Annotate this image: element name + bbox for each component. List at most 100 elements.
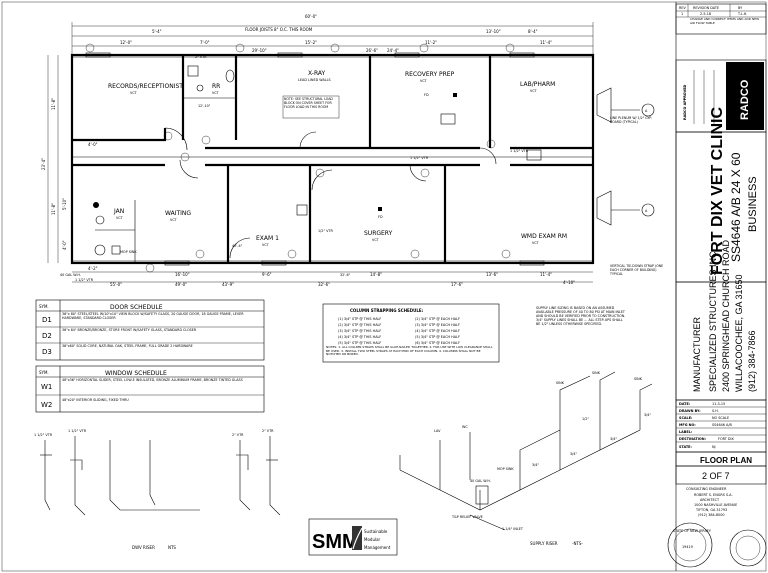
svg-text:19419: 19419 [682,545,693,549]
dim-bottom-11: 4'-10" [563,280,575,285]
svg-text:(4) 3/4" STP @ THIS HALF: (4) 3/4" STP @ THIS HALF [338,335,381,339]
svg-text:DRAWN BY:: DRAWN BY: [679,409,701,413]
dim-bottom-1: 55'-0" [110,282,122,287]
dim-left-1: 23'-4" [41,158,46,170]
svg-text:S.H.: S.H. [712,409,719,413]
svg-text:FORT DIX: FORT DIX [718,437,734,441]
svg-text:WILLACOOCHEE, GA 31650: WILLACOOCHEE, GA 31650 [734,274,744,392]
svg-text:T.L.H.: T.L.H. [737,12,747,16]
tiedown-note: VERTICAL TIE-DOWN STRAP (ONE EACH CORNER… [610,264,664,276]
dim-top-3: 7'-0" [200,40,210,45]
svg-text:REV: REV [679,6,686,10]
svg-text:(912) 384-8000: (912) 384-8000 [698,513,725,517]
svg-text:SYM.: SYM. [39,304,49,309]
svg-text:NTS: NTS [168,545,176,550]
supply-riser: LAV WC MOP SINK 40 GAL W.H. T&P RELIEF V… [399,371,653,546]
corridor-dim: 4'-0" [88,142,98,147]
svg-text:DESTINATION:: DESTINATION: [679,437,706,441]
svg-text:32'-6": 32'-6" [340,273,351,277]
svg-text:T&P RELIEF VALVE: T&P RELIEF VALVE [451,515,483,519]
svg-text:MFG NO:: MFG NO: [679,423,696,427]
dim-bottom-8: 17'-6" [451,282,463,287]
plenum-note: LINE PLENUM W/ 1/2" GYP. BOARD (TYPICAL) [610,116,652,124]
svg-text:(912) 384-7866: (912) 384-7866 [747,330,757,392]
xray-note-box [282,95,340,119]
svg-text:VCT: VCT [130,91,138,95]
dim-bottom-2: 16'-10" [175,272,190,277]
svg-text:TIFTON, GA 31793: TIFTON, GA 31793 [695,508,727,512]
dim-bottom-7: 14'-8" [370,272,382,277]
svg-text:VCT: VCT [212,91,220,95]
svg-text:DATE:: DATE: [679,402,690,406]
dim-top-4: 29'-10" [252,48,267,53]
svg-text:1/2" VTR: 1/2" VTR [318,229,333,233]
room-rr: RR [212,83,220,90]
svg-text:ARCHITECT: ARCHITECT [700,498,720,502]
svg-text:VCT: VCT [420,79,428,83]
dwv-riser: 1 1/2" VTR 1 1/2" VTR 2" VTR 2" VTR DWV … [34,429,281,550]
svg-text:1/2": 1/2" [582,417,589,421]
dim-bottom-9: 13'-6" [486,272,498,277]
svg-text:SS4646 A/B: SS4646 A/B [712,423,732,427]
dim-left-4: 5'-10" [62,198,67,210]
svg-text:-NTS-: -NTS- [572,541,583,546]
room-xray: X-RAY [308,70,326,77]
door-schedule: SYM. DOOR SCHEDULE D1 D2 D3 36"x 80" STE… [35,299,265,361]
dim-left-2: 11'-8" [51,98,56,110]
svg-text:VCT: VCT [170,218,178,222]
dim-top-9: 13'-10" [486,29,501,34]
svg-text:FD: FD [378,215,383,219]
svg-text:VCT: VCT [532,241,540,245]
svg-text:MOP SINK: MOP SINK [497,467,514,471]
svg-text:1 1/2" VTR: 1 1/2" VTR [510,149,529,153]
svg-text:(3) 3/4" STP @ THIS HALF: (3) 3/4" STP @ THIS HALF [338,329,381,333]
sheet-number: 2 OF 7 [702,471,730,481]
water-heater [475,485,489,505]
section-marker-1 [641,103,655,117]
dim-top-6: 26'-6" [366,48,378,53]
supply-riser-title: SUPPLY RISER [530,541,558,546]
room-lab-pharm: LAB/PHARM [520,81,555,88]
svg-text:SYM.: SYM. [39,370,49,375]
dim-left-6: 4'-2" [88,266,98,271]
svg-text:STATE OF NEW JERSEY: STATE OF NEW JERSEY [673,529,712,533]
dim-bottom-3: 49'-0" [175,282,187,287]
room-waiting: WAITING [165,210,191,217]
svg-text:1 1/2" VTR: 1 1/2" VTR [410,156,429,160]
dim-bottom-5: 9'-6" [262,272,272,277]
column-strapping-schedule: COLUMN STRAPPING SCHEDULE: (1) 3/4" STP … [322,303,500,363]
svg-text:SINK: SINK [556,381,565,385]
exterior-walls [70,53,595,265]
svg-text:VCT: VCT [116,216,124,220]
svg-text:Modular: Modular [364,537,381,542]
dim-top-11: 11'-4" [540,40,552,45]
svg-text:A: A [645,109,648,113]
smm-mark: SMM [312,531,359,553]
svg-text:3/4": 3/4" [570,452,577,456]
door-schedule-title: DOOR SCHEDULE [110,304,163,311]
room-records: RECORDS/RECEPTIONIST [108,83,183,90]
joist-note: FLOOR JOISTS 8" O.C. THIS ROOM [245,27,313,32]
room-recovery-prep: RECOVERY PREP [405,71,455,78]
svg-text:1: 1 [681,12,683,16]
svg-text:MOP SINK: MOP SINK [120,250,137,254]
title-block: REV REVISION DATE BY 1 2-5-18 T.L.H. CHA… [667,2,767,571]
svg-text:(3) 3/4" STP @ EACH HALF: (3) 3/4" STP @ EACH HALF [415,323,460,327]
supply-line-note: SUPPLY LINE SIZING IS BASED ON AN ASSUME… [536,306,626,326]
dim-top-1: 12'-0" [120,40,132,45]
svg-text:1 1/2" VTR: 1 1/2" VTR [68,429,87,433]
svg-text:SINK: SINK [592,371,601,375]
svg-text:VCT: VCT [530,89,538,93]
svg-text:(4) 3/4" STP @ EACH HALF: (4) 3/4" STP @ EACH HALF [415,329,460,333]
svg-text:40 GAL W.H.: 40 GAL W.H. [60,273,81,277]
svg-text:W2: W2 [41,401,52,409]
project-title: FORT DIX VET CLINIC [709,107,726,275]
svg-text:2" VTR: 2" VTR [262,429,274,433]
svg-text:2400 SPRINGHEAD CHURCH ROAD: 2400 SPRINGHEAD CHURCH ROAD [721,239,731,392]
dim-left-5: 4'-0" [62,240,67,250]
overall-dimension: 60'-0" [305,14,317,19]
svg-text:2" VTR: 2" VTR [232,433,244,437]
dim-left-3: 11'-8" [51,203,56,215]
svg-text:LAV: LAV [434,429,441,433]
room-surgery: SURGERY [364,230,393,237]
